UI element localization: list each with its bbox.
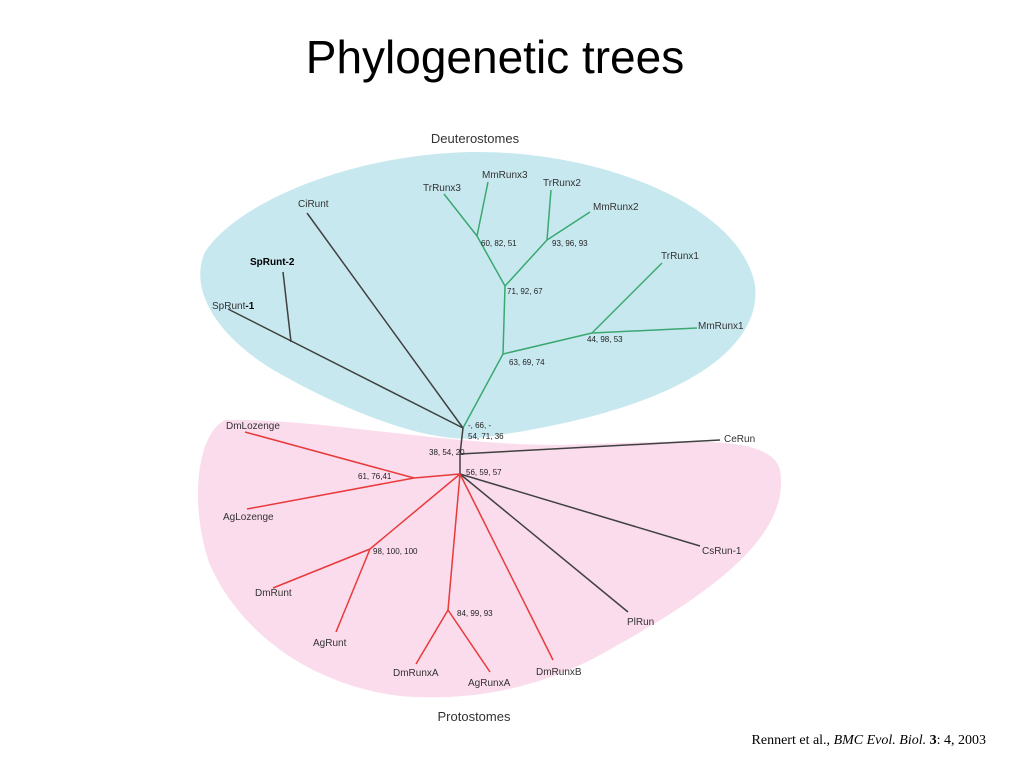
leaf-label-trrunx3: TrRunx3 [423, 183, 461, 194]
leaf-label-cirunt: CiRunt [298, 199, 329, 210]
branch [504, 239, 548, 287]
leaf-label-dmlozenge: DmLozenge [226, 421, 280, 432]
leaf-label-dmrunxa: DmRunxA [393, 668, 439, 679]
branch [459, 473, 701, 547]
protostome-branches [244, 431, 554, 673]
branch [476, 235, 506, 287]
leaf-label-sprunt2: SpRunt-2 [250, 257, 295, 268]
branch [306, 212, 464, 429]
bootstrap-labels: 60, 82, 51 93, 96, 93 71, 92, 67 44, 98,… [358, 239, 623, 618]
branch [447, 473, 461, 611]
bootstrap-label: 98, 100, 100 [373, 547, 418, 556]
leaf-label-trrunx1: TrRunx1 [661, 251, 699, 262]
deuterostome-branches [443, 181, 698, 429]
branch [227, 308, 464, 429]
bootstrap-label: 61, 76,41 [358, 472, 392, 481]
leaf-label-sprunt: SpRunt-1 [212, 301, 255, 312]
branch [459, 439, 721, 455]
leaf-label-cerun: CeRun [724, 434, 755, 445]
bootstrap-label: -, 66, - [468, 421, 491, 430]
branch [459, 427, 464, 455]
bootstrap-label: 54, 71, 36 [468, 432, 504, 441]
branch [546, 189, 552, 241]
branch [369, 473, 461, 550]
branch [591, 262, 663, 334]
branch [476, 181, 489, 237]
leaf-label-aglozenge: AgLozenge [223, 512, 274, 523]
branch [272, 548, 371, 589]
branch [459, 473, 554, 661]
branch [462, 353, 504, 429]
deuterostome-region [200, 151, 756, 439]
branch [335, 548, 371, 633]
citation-authors: Rennert et al., [751, 733, 834, 748]
branch [546, 211, 591, 241]
branch [443, 193, 478, 237]
bootstrap-label: 60, 82, 51 [481, 239, 517, 248]
leaf-label-mmrunx1: MmRunx1 [698, 321, 744, 332]
bootstrap-label: 84, 99, 93 [457, 609, 493, 618]
branch [502, 285, 506, 355]
citation-journal: BMC Evol. Biol. [833, 733, 927, 748]
leaf-label-trrunx2: TrRunx2 [543, 178, 581, 189]
branch [591, 327, 698, 334]
branch [459, 473, 629, 613]
leaf-label-agrunxa: AgRunxA [468, 678, 511, 689]
leaf-label-csrun1: CsRun-1 [702, 546, 742, 557]
leaf-label-dmrunxb: DmRunxB [536, 667, 582, 678]
branch [413, 473, 461, 479]
branch [415, 609, 449, 665]
leaf-label-agrunt: AgRunt [313, 638, 347, 649]
bootstrap-label: 56, 59, 57 [466, 468, 502, 477]
deuterostomes-label: Deuterostomes [431, 131, 520, 146]
citation: Rennert et al., BMC Evol. Biol. 3: 4, 20… [752, 733, 986, 749]
leaf-label-mmrunx3: MmRunx3 [482, 170, 528, 181]
bootstrap-label: 93, 96, 93 [552, 239, 588, 248]
leaf-label-plrun: PlRun [627, 617, 654, 628]
leaf-labels: MmRunx3 TrRunx3 TrRunx2 MmRunx2 TrRunx1 … [212, 170, 755, 689]
leaf-label-mmrunx2: MmRunx2 [593, 202, 639, 213]
branch [244, 431, 415, 479]
bootstrap-label: 44, 98, 53 [587, 335, 623, 344]
protostomes-label: Protostomes [438, 709, 511, 724]
bootstrap-label: 38, 54, 20 [429, 448, 465, 457]
slide-title: Phylogenetic trees [305, 31, 685, 83]
citation-rest: : 4, 2003 [936, 733, 986, 748]
bootstrap-label: 63, 69, 74 [509, 358, 545, 367]
bootstrap-label: 71, 92, 67 [507, 287, 543, 296]
branch [282, 271, 292, 343]
protostome-region [198, 419, 782, 698]
citation-volume: 3 [929, 733, 937, 748]
leaf-label-dmrunt: DmRunt [255, 588, 292, 599]
branch [447, 609, 491, 673]
branch [502, 332, 593, 355]
neutral-branches [227, 212, 721, 613]
branch [246, 477, 415, 510]
